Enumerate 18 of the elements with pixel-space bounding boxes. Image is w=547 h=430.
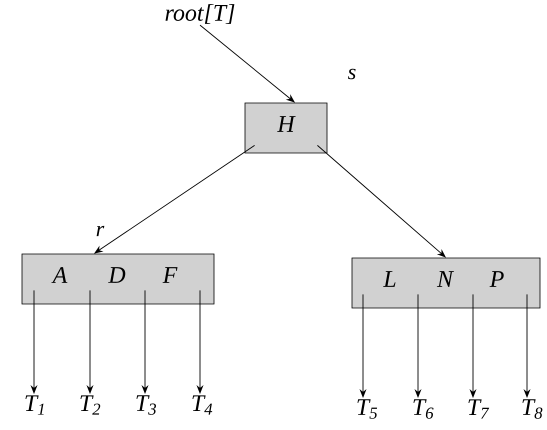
key-label: H xyxy=(277,116,296,132)
subtree-label: T$_{1}$ xyxy=(25,395,44,415)
subtree-label: T$_{7}$ xyxy=(468,399,490,419)
pointer-label: s xyxy=(348,68,356,80)
subtree-label: T$_{2}$ xyxy=(80,395,100,415)
key-label: D xyxy=(108,267,126,283)
subtree-label: T$_{5}$ xyxy=(357,399,378,419)
subtree-label: T$_{6}$ xyxy=(413,399,434,419)
key-label: N xyxy=(436,271,454,287)
pointer-label: r xyxy=(96,226,104,236)
root-label: root[T] xyxy=(166,4,234,24)
key-label: L xyxy=(383,271,396,287)
key-label: F xyxy=(162,267,178,283)
key-label: A xyxy=(51,267,68,283)
key-label: P xyxy=(490,271,504,287)
subtree-label: T$_{8}$ xyxy=(522,399,542,419)
subtree-label: T$_{3}$ xyxy=(136,395,156,415)
subtree-label: T$_{4}$ xyxy=(192,395,212,415)
